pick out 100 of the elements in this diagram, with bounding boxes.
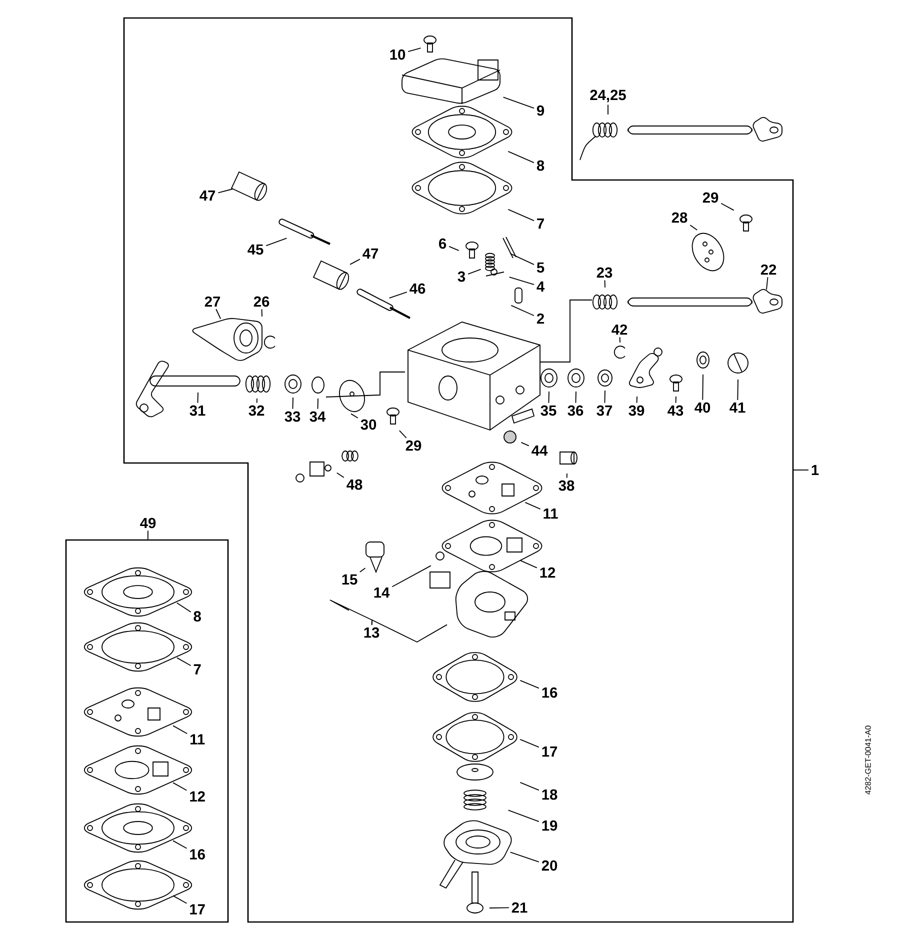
callout-number: 5: [536, 262, 544, 273]
leader-line: [690, 224, 698, 230]
callout-number: 3: [458, 271, 466, 282]
leader-line: [359, 568, 366, 572]
callout-number: 1: [812, 464, 819, 476]
leader-line: [510, 304, 534, 316]
leader-line: [510, 253, 534, 265]
callout-number: 39: [628, 405, 644, 416]
leader-line: [566, 473, 568, 478]
callout-number: 43: [668, 405, 684, 416]
callout-number: 23: [596, 267, 612, 278]
callout-number: 48: [346, 479, 362, 490]
leader-line: [489, 907, 510, 908]
callout-number: 4: [536, 282, 545, 292]
callout-number: 14: [374, 588, 390, 598]
leader-line: [172, 782, 188, 791]
leader-line: [502, 96, 534, 109]
leader-line: [408, 48, 422, 52]
leader-line: [524, 502, 541, 510]
leader-line: [266, 238, 288, 246]
callout-number: 41: [730, 402, 746, 413]
leader-line: [350, 413, 358, 418]
callout-number: 47: [200, 190, 216, 201]
leader-line: [675, 396, 676, 404]
callout-number: 24,25: [590, 90, 626, 102]
callout-number: 37: [596, 405, 612, 416]
leader-line: [737, 379, 738, 400]
leader-line: [336, 472, 344, 478]
leader-line: [510, 852, 540, 862]
callout-number: 22: [760, 264, 776, 275]
callout-number: 17: [190, 904, 205, 914]
leader-line: [508, 208, 534, 222]
callout-number: 46: [410, 283, 426, 294]
leader-line: [176, 657, 192, 666]
callout-number: 29: [406, 440, 422, 451]
callout-number: 6: [439, 238, 446, 249]
leader-line: [604, 390, 606, 404]
leader-line: [702, 374, 704, 400]
leader-line: [520, 442, 530, 446]
callout-number: 21: [512, 902, 528, 913]
callout-number: 28: [672, 212, 688, 223]
leader-line: [256, 398, 258, 404]
leader-line: [468, 268, 482, 275]
leader-line: [172, 895, 188, 904]
callout-number: 11: [544, 508, 558, 519]
callout-number: 49: [140, 518, 156, 528]
callout-number: 42: [612, 324, 628, 335]
leader-line: [508, 810, 540, 822]
callout-number: 32: [248, 405, 264, 416]
callout-number: 38: [558, 480, 574, 491]
callout-number: 2: [536, 313, 544, 324]
leader-line: [548, 391, 550, 404]
kit-box: [65, 539, 229, 923]
leader-line: [508, 150, 534, 164]
callout-number: 33: [284, 411, 300, 422]
leader-line: [448, 246, 460, 252]
callout-number: 19: [542, 820, 558, 831]
leader-line: [350, 258, 360, 265]
leader-line: [197, 392, 198, 404]
callout-number: 45: [248, 244, 264, 255]
leader-line: [371, 619, 448, 643]
leader-line: [636, 396, 638, 404]
callout-number: 36: [568, 405, 584, 416]
leader-line: [520, 680, 540, 689]
callout-number: 44: [532, 446, 548, 456]
callout-number: 30: [360, 419, 376, 430]
leader-line: [720, 202, 734, 211]
callout-number: 40: [694, 402, 710, 413]
callout-number: 11: [190, 734, 205, 744]
callout-number: 26: [254, 296, 270, 307]
leader-line: [388, 292, 408, 298]
leader-line: [172, 725, 188, 734]
leader-line: [172, 840, 188, 849]
callout-number: 34: [310, 411, 326, 422]
document-code: 4282-GET-0041-A0: [865, 726, 871, 794]
leader-line: [292, 397, 294, 410]
callout-number: 9: [536, 105, 544, 116]
callout-number: 27: [204, 296, 220, 307]
leader-line: [575, 391, 576, 404]
leader-line: [317, 398, 318, 410]
callout-number: 20: [542, 860, 558, 871]
callout-number: 16: [190, 849, 205, 860]
leader-line: [147, 530, 148, 540]
callout-number: 35: [540, 405, 556, 416]
leader-line: [604, 280, 606, 288]
callout-number: 12: [190, 791, 205, 802]
callout-number: 16: [542, 687, 558, 698]
leader-line: [398, 430, 407, 438]
callout-number: 31: [190, 405, 206, 416]
leader-line: [766, 276, 768, 290]
leader-line: [520, 738, 540, 748]
leader-line: [520, 782, 540, 791]
leader-line: [392, 565, 432, 588]
leader-line: [176, 602, 192, 612]
leader-line: [520, 560, 538, 568]
callout-number: 8: [536, 160, 544, 171]
leader-line: [216, 308, 222, 320]
leader-line: [508, 276, 534, 286]
callout-number: 8: [194, 611, 201, 622]
leader-line: [619, 336, 620, 343]
